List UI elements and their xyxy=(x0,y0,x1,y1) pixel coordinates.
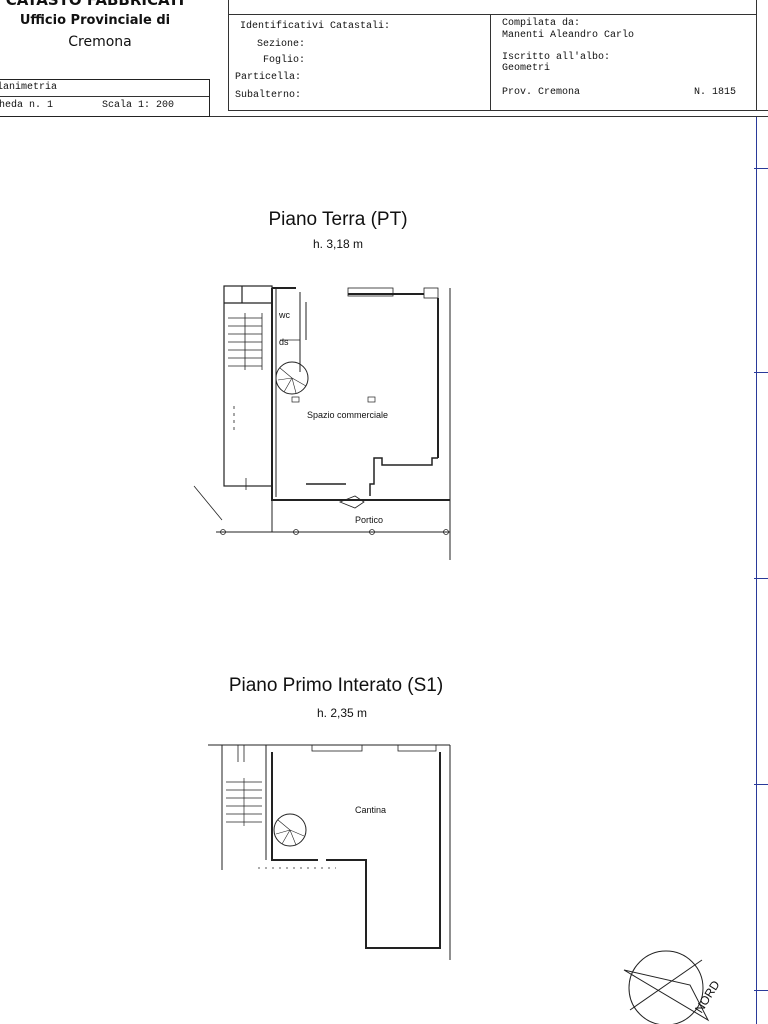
header-block: CATASTO FABBRICATI Ufficio Provinciale d… xyxy=(0,0,768,118)
scala-label: Scala 1: 200 xyxy=(102,100,175,111)
room-label-wc: wc xyxy=(279,310,290,320)
floor-height-s1: h. 2,35 m xyxy=(316,706,368,720)
scheda-label: Scheda n. 1 xyxy=(0,100,54,111)
floor-height-pt: h. 3,18 m xyxy=(312,237,364,251)
office-label: Ufficio Provinciale di xyxy=(19,13,171,28)
registration-number: N. 1815 xyxy=(694,87,737,98)
sezione-label: Sezione: xyxy=(257,39,306,50)
cadastral-label: Identificativi Catastali: xyxy=(240,21,391,32)
room-label-cantina: Cantina xyxy=(355,805,387,815)
prov-label: Prov. Cremona xyxy=(502,87,581,98)
compiler-label: Compilata da: xyxy=(502,18,581,29)
foglio-label: Foglio: xyxy=(263,55,306,66)
office-city: Cremona xyxy=(68,34,132,50)
subalterno-label: Subalterno: xyxy=(235,90,302,101)
albo-value: Geometri xyxy=(502,63,551,74)
floor-title-s1: Piano Primo Interato (S1) xyxy=(228,675,444,696)
room-label-portico: Portico xyxy=(355,515,384,525)
room-label-ds: ds xyxy=(279,337,289,347)
floor-title-pt: Piano Terra (PT) xyxy=(268,209,408,230)
compiler-name: Manenti Aleandro Carlo xyxy=(502,30,635,41)
planimetria-box: Planimetria Scheda n. 1 Scala 1: 200 xyxy=(0,79,210,117)
particella-label: Particella: xyxy=(235,72,302,83)
sheet-right-border xyxy=(756,117,757,1024)
room-label-spazio-commerciale: Spazio commerciale xyxy=(307,410,389,420)
albo-label: Iscritto all'albo: xyxy=(502,52,611,63)
planimetria-label: Planimetria xyxy=(0,82,58,93)
catasto-title: CATASTO FABBRICATI xyxy=(5,0,185,9)
